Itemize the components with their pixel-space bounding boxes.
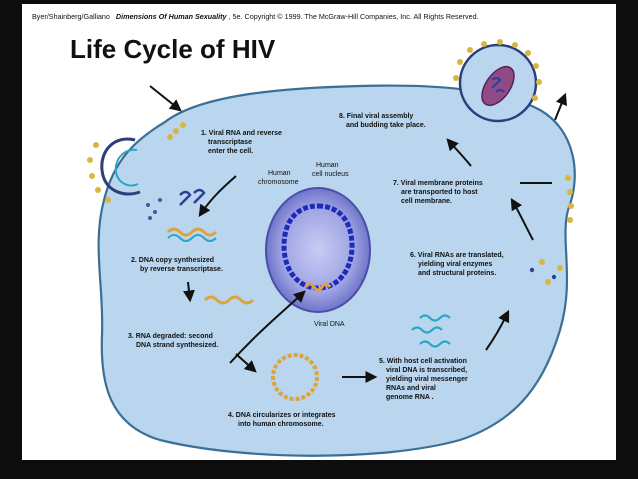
virus-entry [87, 122, 206, 220]
page-title: Life Cycle of HIV [70, 34, 276, 64]
viral-proteins [529, 259, 563, 285]
human-chromosome [281, 203, 355, 291]
viral-messenger-rnas [411, 314, 451, 348]
dna-second-strand [203, 295, 255, 305]
dna-copy-strand [166, 227, 218, 237]
rna-strand [167, 234, 217, 242]
circular-dna [271, 353, 319, 401]
membrane-protein-spikes [565, 175, 574, 223]
budding-virus [453, 39, 542, 123]
cycle-arrows [149, 85, 568, 383]
viral-dna-integrated [304, 282, 332, 292]
copyright-line: Byer/Shainberg/Galliano Dimensions Of Hu… [32, 12, 479, 21]
viral-dna-label: Viral DNA [314, 321, 345, 328]
step-6-label: 6. Viral RNAs are translated,yielding vi… [410, 252, 504, 277]
